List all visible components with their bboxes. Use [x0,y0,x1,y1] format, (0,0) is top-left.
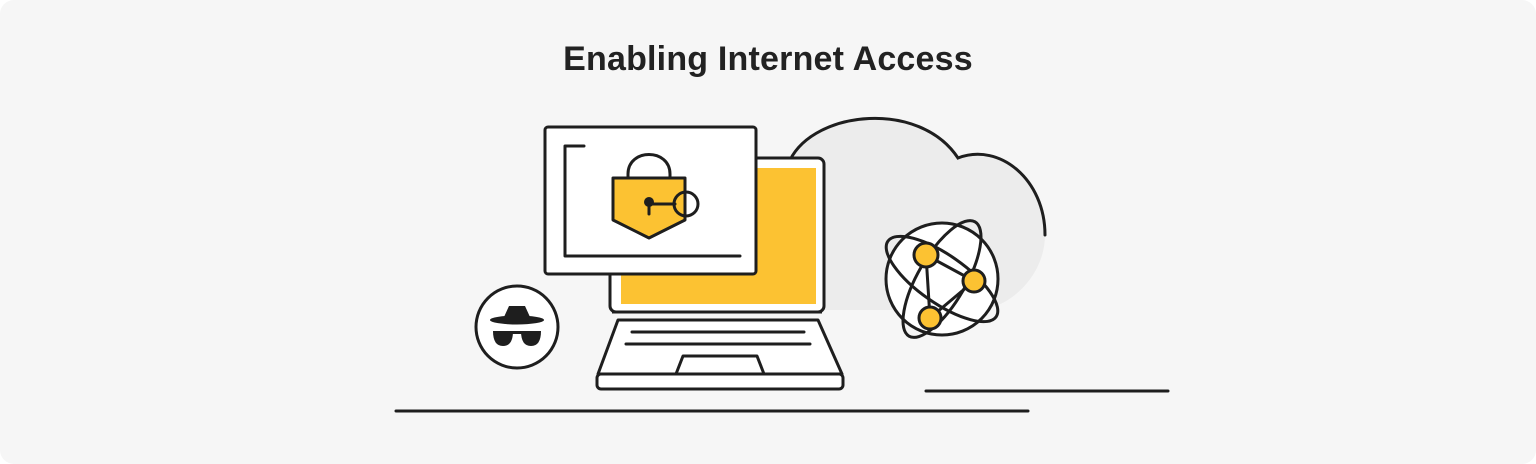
ground-lines [394,389,1170,413]
padlock-window [543,125,758,276]
globe-network-icon [884,219,1000,339]
page-title: Enabling Internet Access [563,40,973,78]
padlock-key-icon [611,153,700,240]
incognito-spy-icon [474,284,560,370]
